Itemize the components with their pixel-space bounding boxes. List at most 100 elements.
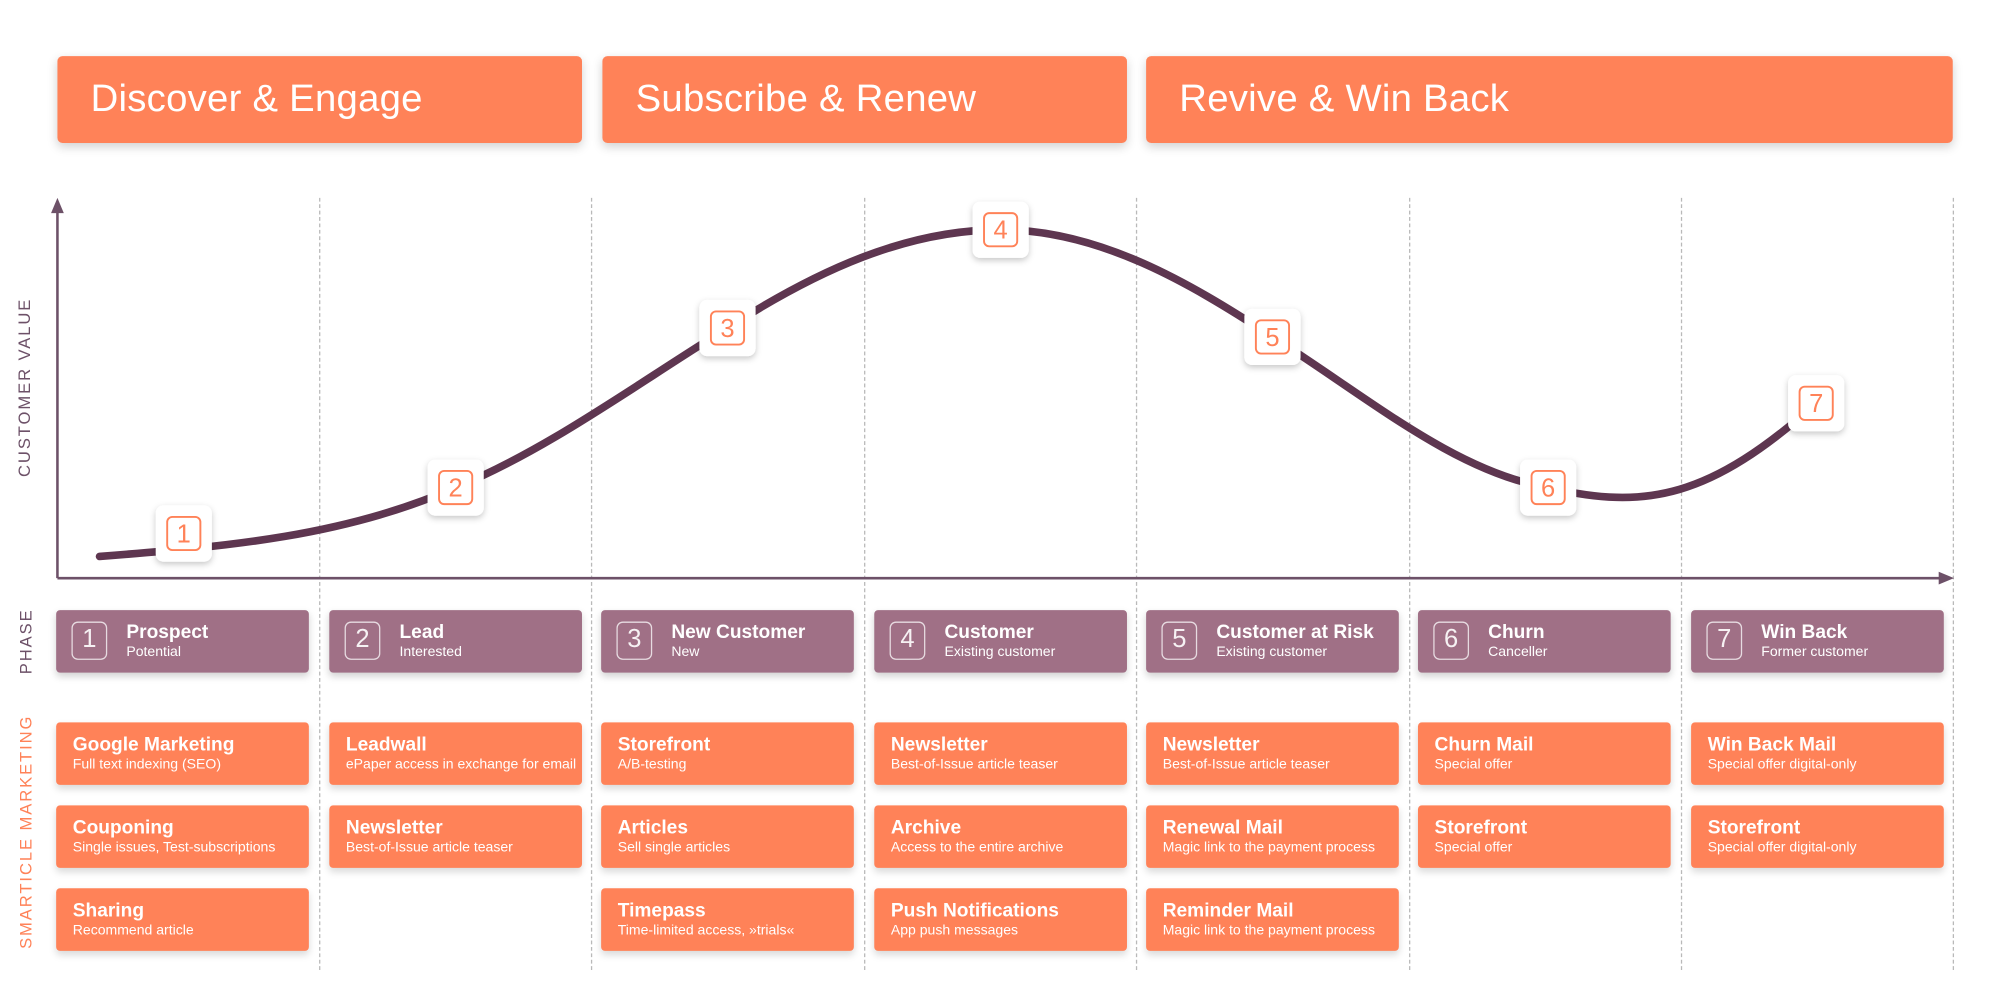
card-subtitle: Special offer digital-only: [1707, 839, 1857, 856]
marketing-card: Newsletter Best-of-Issue article teaser: [1146, 722, 1399, 785]
phase-title: Prospect: [126, 621, 209, 644]
marketing-card: Storefront Special offer: [1417, 805, 1671, 868]
phase-title: Churn: [1488, 621, 1545, 644]
marketing-card: Timepass Time-limited access, »trials«: [601, 888, 854, 951]
curve-marker-2: 2: [427, 459, 484, 516]
marketing-card: Storefront A/B-testing: [601, 722, 854, 785]
phase-number: 2: [344, 621, 381, 660]
card-subtitle: A/B-testing: [617, 756, 687, 773]
card-title: Timepass: [617, 899, 706, 922]
card-title: Storefront: [617, 733, 711, 756]
stage-header-revive: Revive & Win Back: [1146, 56, 1953, 143]
phase-box-lead: 2 Lead Interested: [329, 610, 582, 673]
card-title: Push Notifications: [890, 899, 1059, 922]
card-subtitle: Special offer digital-only: [1707, 756, 1857, 773]
phase-number: 6: [1433, 621, 1470, 660]
column-divider: [1952, 197, 1955, 970]
phase-title: New Customer: [671, 621, 806, 644]
curve-marker-label: 3: [720, 315, 734, 343]
marketing-card: Google Marketing Full text indexing (SEO…: [56, 722, 309, 785]
phase-row-label: PHASE: [15, 608, 36, 675]
phase-title: Customer at Risk: [1216, 621, 1374, 644]
card-title: Newsletter: [1162, 733, 1260, 756]
card-title: Newsletter: [345, 816, 443, 839]
card-subtitle: Special offer: [1434, 839, 1513, 856]
card-subtitle: Recommend article: [72, 922, 194, 939]
phase-subtitle: Interested: [399, 644, 462, 660]
y-axis-arrow: [51, 197, 64, 214]
curve-marker-label: 7: [1809, 390, 1823, 418]
card-subtitle: Best-of-Issue article teaser: [890, 756, 1058, 773]
card-subtitle: Access to the entire archive: [890, 839, 1064, 856]
card-subtitle: Single issues, Test-subscriptions: [72, 839, 276, 856]
phase-number: 3: [616, 621, 653, 660]
card-subtitle: Sell single articles: [617, 839, 731, 856]
phase-subtitle: Existing customer: [944, 644, 1056, 660]
phase-subtitle: Former customer: [1761, 644, 1869, 660]
marketing-card: Newsletter Best-of-Issue article teaser: [329, 805, 582, 868]
marketing-card: Newsletter Best-of-Issue article teaser: [874, 722, 1127, 785]
column-divider: [864, 197, 866, 970]
card-title: Reminder Mail: [1162, 899, 1294, 922]
column-divider: [1680, 197, 1683, 970]
phase-number: 4: [889, 621, 926, 660]
marketing-card: Couponing Single issues, Test-subscripti…: [56, 805, 309, 868]
phase-box-customer-at-risk: 5 Customer at Risk Existing customer: [1146, 610, 1399, 673]
phase-box-win-back: 7 Win Back Former customer: [1691, 610, 1944, 673]
card-title: Archive: [890, 816, 962, 839]
phase-number: 7: [1706, 621, 1743, 660]
marketing-card: Churn Mail Special offer: [1417, 722, 1671, 785]
phase-subtitle: Existing customer: [1216, 644, 1328, 660]
curve-marker-7: 7: [1788, 375, 1845, 432]
card-title: Storefront: [1707, 816, 1801, 839]
curve-marker-label: 2: [449, 474, 463, 502]
value-curve-chart: 1 2 3 4 5 6 7: [51, 197, 1955, 585]
curve-marker-label: 4: [994, 217, 1008, 245]
card-subtitle: Special offer: [1434, 756, 1513, 773]
card-title: Storefront: [1434, 816, 1528, 839]
curve-marker-1: 1: [155, 505, 212, 562]
card-title: Google Marketing: [72, 733, 235, 756]
y-axis-label: CUSTOMER VALUE: [14, 297, 34, 477]
card-subtitle: App push messages: [890, 922, 1019, 939]
phase-subtitle: Canceller: [1488, 644, 1548, 660]
phase-number: 5: [1161, 621, 1198, 660]
curve-marker-3: 3: [699, 299, 756, 357]
marketing-card: Sharing Recommend article: [56, 888, 309, 951]
card-title: Sharing: [72, 899, 145, 922]
card-subtitle: Magic link to the payment process: [1162, 922, 1375, 939]
x-axis-arrow: [1938, 571, 1955, 585]
phase-title: Customer: [944, 621, 1034, 644]
stage-header-subscribe: Subscribe & Renew: [602, 56, 1127, 143]
marketing-row-label: SMARTICLE MARKETING: [15, 714, 36, 949]
phase-box-customer: 4 Customer Existing customer: [874, 610, 1127, 673]
marketing-card: Articles Sell single articles: [601, 805, 854, 868]
column-divider: [1409, 197, 1411, 970]
card-title: Churn Mail: [1434, 733, 1534, 756]
phase-title: Win Back: [1761, 621, 1848, 644]
column-divider: [1135, 197, 1138, 970]
card-title: Leadwall: [345, 733, 427, 756]
card-title: Newsletter: [890, 733, 988, 756]
phase-subtitle: Potential: [126, 644, 181, 660]
marketing-card: Renewal Mail Magic link to the payment p…: [1146, 805, 1399, 868]
card-subtitle: Full text indexing (SEO): [72, 756, 221, 773]
card-subtitle: Best-of-Issue article teaser: [1162, 756, 1330, 773]
phase-box-new-customer: 3 New Customer New: [601, 610, 854, 673]
card-subtitle: ePaper access in exchange for email: [345, 756, 577, 773]
marketing-card: Push Notifications App push messages: [874, 888, 1127, 951]
curve-marker-6: 6: [1520, 459, 1577, 516]
card-title: Articles: [617, 816, 688, 839]
marketing-card: Win Back Mail Special offer digital-only: [1691, 722, 1944, 785]
curve-marker-5: 5: [1244, 308, 1301, 366]
phase-number: 1: [71, 621, 108, 660]
marketing-card: Leadwall ePaper access in exchange for e…: [329, 722, 582, 785]
card-title: Renewal Mail: [1162, 816, 1283, 839]
marketing-card: Archive Access to the entire archive: [874, 805, 1127, 868]
card-subtitle: Time-limited access, »trials«: [617, 922, 795, 939]
phase-box-churn: 6 Churn Canceller: [1417, 610, 1671, 673]
card-subtitle: Magic link to the payment process: [1162, 839, 1375, 856]
card-title: Couponing: [72, 816, 174, 839]
card-subtitle: Best-of-Issue article teaser: [345, 839, 513, 856]
